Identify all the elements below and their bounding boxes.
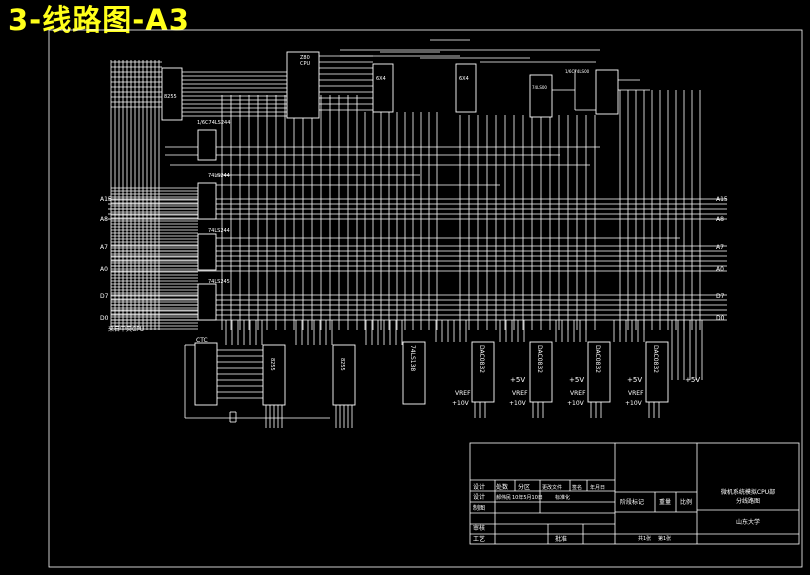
chip-top-3 — [372, 63, 394, 113]
tb-stage-mark: 阶段标记 — [620, 498, 644, 506]
dac3-vplus: +5V — [627, 376, 642, 384]
tb-r3c0: 审核 — [473, 524, 485, 532]
chip-dac-1-label: DAC0832 — [478, 345, 485, 373]
tb-r4c0: 工艺 — [473, 535, 485, 543]
chip-74ls00-label: 74LS00 — [532, 85, 547, 90]
outer-frame — [48, 29, 803, 568]
bus-left-d7: D7 — [100, 293, 109, 300]
bus-right-a7: A7 — [716, 244, 724, 251]
chip-top-6 — [595, 69, 619, 115]
chip-8255-top-label: 8255 — [164, 94, 177, 100]
tb-r4c2: 批准 — [555, 535, 567, 543]
chip-top-4-label: 6X4 — [459, 76, 469, 82]
tb-r0c3: 更改文件 — [542, 484, 562, 491]
chip-dac-3 — [587, 341, 611, 403]
chip-8255-b-label: 8255 — [339, 358, 345, 371]
chip-ls245 — [197, 283, 217, 321]
chip-74ls00-caption: 1/6C74LS00 — [565, 69, 590, 74]
chip-ls244-c-label: 74LS244 — [208, 228, 230, 234]
bus-left-a7: A7 — [100, 244, 108, 251]
tb-r0c4: 签名 — [572, 484, 582, 491]
chip-8255-b — [332, 344, 356, 406]
dac2-v10: +10V — [509, 400, 527, 407]
bus-right-a8: A8 — [716, 216, 724, 223]
bus-left-a8: A8 — [100, 216, 108, 223]
dac1-vplus: +5V — [510, 376, 525, 384]
chip-top-4 — [455, 63, 477, 113]
tb-r0c2: 分区 — [518, 483, 530, 491]
chip-ls244-a-label: 1/6C74LS244 — [197, 120, 230, 126]
tb-r1c1: 郝伟民 — [496, 494, 511, 501]
chip-ctc — [194, 342, 218, 406]
chip-ls244-b-label: 74LS244 — [208, 173, 230, 179]
bus-right-a0: A0 — [716, 266, 724, 273]
tb-sheet-no: 第1张 — [658, 535, 671, 542]
bus-right-d0: D0 — [716, 315, 725, 322]
chips: 8255 Z80 6X4 6X4 74LS00 1/6C74LS00 1/6C7… — [161, 51, 669, 406]
chip-ctc-label: CTC — [196, 337, 208, 344]
tb-r2c0: 制图 — [473, 504, 485, 512]
chip-dac-3-label: DAC0832 — [594, 345, 601, 373]
dac4-vref: VREF — [628, 390, 644, 397]
tb-school: 山东大学 — [736, 518, 760, 526]
dac-voltage-labels: +5V VREF +10V +5V VREF +10V +5V VREF +10… — [452, 376, 700, 407]
chip-dac-4-label: DAC0832 — [652, 345, 659, 373]
chip-ls244-a — [197, 129, 217, 161]
chip-ls245-label: 74LS245 — [208, 279, 230, 285]
dac1-v10: +10V — [452, 400, 470, 407]
chip-dac-2-label: DAC0832 — [536, 345, 543, 373]
chip-top-3-label: 6X4 — [376, 76, 386, 82]
chip-74ls138-label: 74LS138 — [409, 345, 416, 371]
tb-r1c2: 10年5月10日 — [512, 494, 543, 501]
bus-right-a15: A15 — [716, 196, 728, 203]
chip-z80-label: Z80 — [300, 55, 310, 61]
tb-weight: 重量 — [659, 498, 671, 506]
bus-labels: A15 A8 A7 A0 D7 D0 A15 A8 A7 A0 D7 D0 来自… — [100, 196, 728, 333]
tb-r0c0: 设计 — [473, 483, 485, 491]
chip-74ls00 — [529, 74, 553, 118]
bus-left-d0: D0 — [100, 315, 109, 322]
bus-right-d7: D7 — [716, 293, 725, 300]
tb-drawing-name-2: 分线路图 — [736, 497, 760, 505]
title-block: 设计 处数 分区 更改文件 签名 年月日 设计 郝伟民 10年5月10日 标准化… — [469, 442, 800, 545]
chip-dac-1 — [471, 341, 495, 403]
bus-source-note: 来自中央CPU — [108, 325, 144, 333]
chip-8255-top — [161, 67, 183, 121]
dac4-v10: +10V — [625, 400, 643, 407]
chip-ls244-b — [197, 182, 217, 220]
dac3-vref: VREF — [570, 390, 586, 397]
chip-z80-cpu — [286, 51, 320, 119]
tb-sheet-total: 共1张 — [638, 535, 651, 542]
tb-r0c5: 年月日 — [590, 484, 605, 491]
dac1-vref: VREF — [455, 390, 471, 397]
tb-drawing-name: 微机系统模拟CPU部 — [721, 488, 775, 496]
tb-scale: 比例 — [680, 498, 692, 506]
chip-74ls138 — [402, 341, 426, 405]
dac4-vplus: +5V — [685, 376, 700, 384]
chip-z80-label-2: CPU — [300, 61, 311, 67]
chip-dac-4 — [645, 341, 669, 403]
chip-dac-2 — [529, 341, 553, 403]
dac3-v10: +10V — [567, 400, 585, 407]
tb-r1c0: 设计 — [473, 493, 485, 501]
tb-r0c1: 处数 — [496, 483, 508, 491]
dac2-vplus: +5V — [569, 376, 584, 384]
bus-left-a0: A0 — [100, 266, 108, 273]
chip-8255-a-label: 8255 — [269, 358, 275, 371]
chip-ls244-c — [197, 233, 217, 271]
dac2-vref: VREF — [512, 390, 528, 397]
tb-r1c3: 标准化 — [555, 494, 570, 501]
chip-8255-a — [262, 344, 286, 406]
bus-left-a15: A15 — [100, 196, 112, 203]
